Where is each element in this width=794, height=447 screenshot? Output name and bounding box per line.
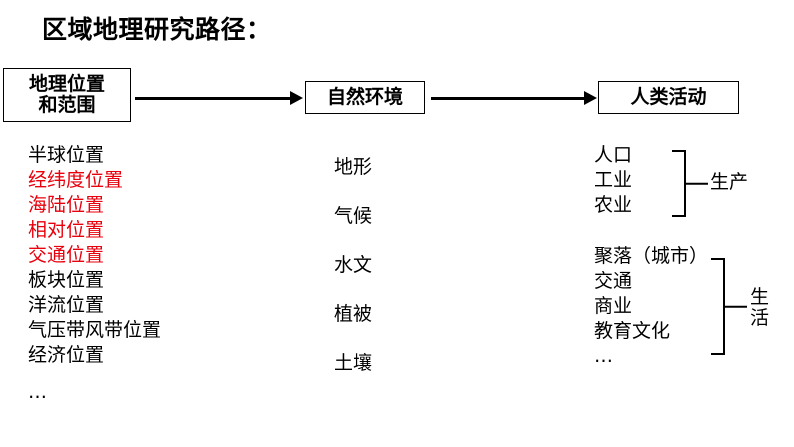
- brace-bracket: [711, 258, 725, 355]
- brace-label-life: 生活: [749, 286, 769, 330]
- node-box-location-line1: 地理位置: [28, 72, 105, 95]
- arrow-location-to-nature-icon: [135, 91, 303, 105]
- group-life: 聚落（城市） 交通 商业 教育文化 …: [594, 244, 708, 369]
- arrow-head: [584, 91, 597, 105]
- brace-label-production: 生产: [710, 171, 749, 193]
- list-item: 半球位置: [28, 144, 105, 166]
- list-item: 海陆位置: [28, 194, 105, 216]
- node-box-human-label: 人类活动: [630, 85, 707, 108]
- node-box-nature-label: 自然环境: [326, 85, 403, 108]
- list-item: 教育文化: [594, 320, 671, 342]
- node-box-location-line2: 和范围: [38, 94, 96, 116]
- list-item: 工业: [594, 169, 633, 191]
- list-item: 聚落（城市）: [594, 245, 709, 267]
- group-production: 人口 工业 农业: [594, 143, 708, 218]
- list-item: 洋流位置: [28, 294, 105, 316]
- list-item: 农业: [594, 194, 633, 216]
- column-location-items: 半球位置 经纬度位置 海陆位置 相对位置 交通位置 板块位置 洋流位置 气压带风…: [28, 143, 161, 405]
- node-box-nature[interactable]: 自然环境: [305, 81, 425, 114]
- list-item: 商业: [594, 295, 633, 317]
- arrow-nature-to-human-icon: [431, 91, 597, 105]
- list-item: 气压带风带位置: [28, 319, 162, 341]
- brace-stem: [725, 305, 747, 308]
- list-item: 交通: [594, 270, 633, 292]
- arrow-shaft: [135, 97, 292, 100]
- list-item: 土壤: [334, 352, 373, 374]
- list-item: 气候: [334, 205, 373, 227]
- ellipsis: …: [28, 381, 50, 403]
- column-human-items: 人口 工业 农业 聚落（城市） 交通 商业 教育文化 …: [594, 143, 708, 369]
- list-item: 水文: [334, 254, 373, 276]
- column-nature-items: 地形 气候 水文 植被 土壤: [334, 143, 372, 388]
- page-title: 区域地理研究路径：: [42, 15, 272, 44]
- node-box-location[interactable]: 地理位置 和范围: [3, 68, 131, 122]
- list-item: 经纬度位置: [28, 169, 124, 191]
- list-item: 经济位置: [28, 344, 105, 366]
- node-box-human[interactable]: 人类活动: [598, 81, 739, 114]
- list-item: 人口: [594, 144, 633, 166]
- list-item: 地形: [334, 156, 373, 178]
- arrow-head: [290, 91, 303, 105]
- list-item: 相对位置: [28, 219, 105, 241]
- brace-bracket: [672, 150, 686, 217]
- list-item: 交通位置: [28, 244, 105, 266]
- arrow-shaft: [431, 97, 586, 100]
- brace-stem: [686, 182, 708, 185]
- ellipsis: …: [594, 345, 616, 367]
- list-item: 植被: [334, 303, 373, 325]
- list-item: 板块位置: [28, 269, 105, 291]
